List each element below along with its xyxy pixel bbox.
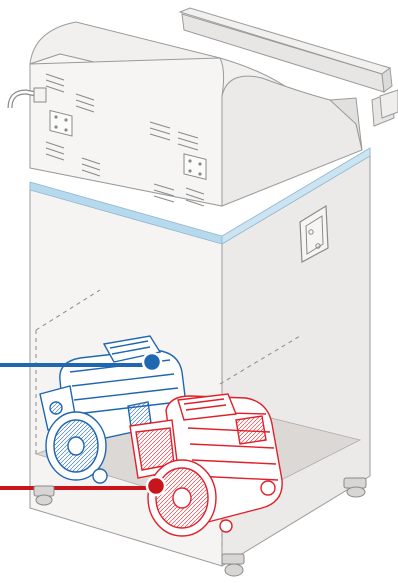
- cabinet-illustration: [0, 0, 398, 583]
